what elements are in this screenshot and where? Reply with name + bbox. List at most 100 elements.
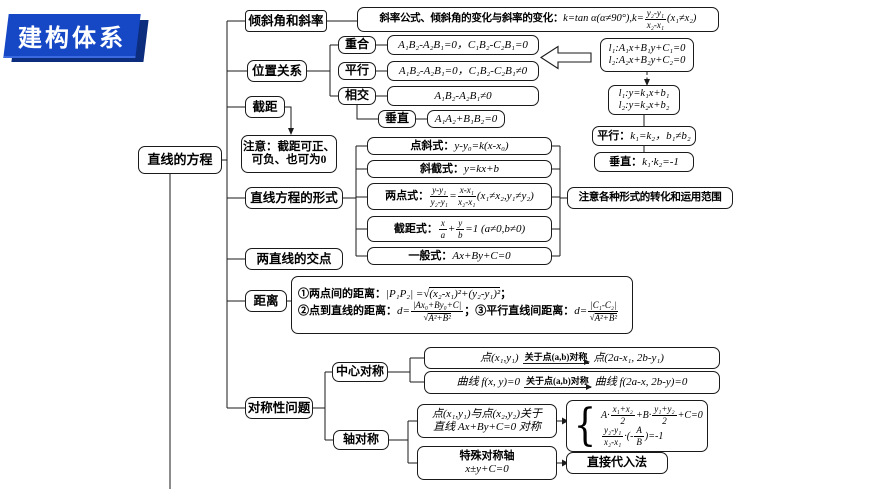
symmetry-label: 对称性问题 <box>247 400 311 415</box>
node-intersect-formula: A₁B₂-A₂B₁≠0 <box>387 86 539 106</box>
node-slope-line-pair: l₁:y=k₁x+b₁ l₂:y=k₂x+b₂ <box>608 85 680 115</box>
two-point-frac2: x-x₁ x₂-x₁ <box>457 185 476 207</box>
central-symmetry-label: 中心对称 <box>335 364 384 379</box>
slope-formula-cond: (x₁≠x₂) <box>667 13 697 25</box>
slope-l1: l₁:y=k₁x+b₁ <box>618 87 670 99</box>
node-intersect: 相交 <box>338 87 376 105</box>
rowD-line2: x±y+C=0 <box>465 463 509 475</box>
intercept-note-line1: 注意：截距可正、 <box>243 140 335 153</box>
general-l2: l₂:A₂x+B₂y+C₂=0 <box>608 55 686 66</box>
perp-k-formula: k₁·k₂=-1 <box>642 155 679 168</box>
node-slope-formula: 斜率公式、倾斜角的变化与斜率的变化： k=tan α(α≠90°),k= y₂-… <box>357 7 719 32</box>
distance-label: 距离 <box>253 293 279 308</box>
rowB-arrow-line <box>523 383 592 390</box>
node-parallel: 平行 <box>338 62 376 80</box>
perp-k-label: 垂直： <box>609 155 643 168</box>
node-symmetry: 对称性问题 <box>245 397 313 419</box>
node-point-about-point: 点(x₁,y₁) 关于点(a,b)对称 点(2a-x₁, 2b-y₁) <box>424 347 720 369</box>
node-forms-note: 注意各种形式的转化和运用范围 <box>567 187 733 209</box>
node-relation: 位置关系 <box>247 60 307 82</box>
coincide-formula: A₁B₂-A₂B₁=0，C₁B₂-C₂B₁=0 <box>398 38 528 51</box>
parallel-label: 平行 <box>344 63 369 78</box>
slope-formula-prefix: 斜率公式、倾斜角的变化与斜率的变化： <box>379 13 564 25</box>
rowC-line1: 点(x₁,y₁)与点(x₂,y₂)关于 <box>432 408 542 421</box>
parallel-distance-frac: |C₁-C₂| √A²+B² <box>588 299 619 323</box>
rowA-post: 点(2a-x₁, 2b-y₁) <box>593 351 664 364</box>
node-forms: 直线方程的形式 <box>245 187 343 209</box>
node-special-axis: 特殊对称轴 x±y+C=0 <box>417 446 557 480</box>
intersect-formula: A₁B₂-A₂B₁≠0 <box>434 89 492 102</box>
rowB-post: 曲线 f(2a-x, 2b-y)=0 <box>594 376 688 389</box>
parallel-k-label: 平行： <box>597 129 631 142</box>
intercept-form-frac2: y b <box>456 217 465 240</box>
node-perpendicular: 垂直 <box>378 110 416 128</box>
rowC-line2: 直线 Ax+By+C=0 对称 <box>433 421 541 433</box>
rowD-line1: 特殊对称轴 <box>459 450 515 463</box>
node-root: 直线的方程 <box>138 146 222 174</box>
two-point-cond: (x₁≠x₂,y₁≠y₂) <box>476 190 534 203</box>
intercept-form-label: 截距式： <box>393 222 438 235</box>
node-form-two-point: 两点式： y-y₁ y₂-y₁ = x-x₁ x₂-x₁ (x₁≠x₂,y₁≠y… <box>367 183 552 210</box>
node-intercept: 截距 <box>245 96 285 118</box>
forms-label: 直线方程的形式 <box>250 190 338 205</box>
node-curve-about-point: 曲线 f(x, y)=0 关于点(a,b)对称 曲线 f(2a-x, 2b-y)… <box>424 371 720 394</box>
parallel-formula: A₁B₂-A₂B₁=0，C₁B₂-C₂B₁≠0 <box>398 64 528 77</box>
slope-formula-fraction: y₂-y₁ x₂-x₁ <box>644 8 667 30</box>
system-brace: { <box>573 400 597 452</box>
coincide-label: 重合 <box>344 37 369 52</box>
page-title: 建构体系 <box>18 24 127 52</box>
distance-line2: ②点到直线的距离： d= |Ax₀+By₀+C| √A²+B² ；③平行直线间距… <box>298 299 619 323</box>
node-intercept-note: 注意：截距可正、 可负、也可为0 <box>241 135 337 173</box>
intercept-note-line2: 可负、也可为0 <box>251 154 327 166</box>
slope-label: 倾斜角和斜率 <box>248 13 324 28</box>
slope-formula-k: k=tan α(α≠90°),k= <box>563 13 644 25</box>
rowA-arrow-label: 关于点(a,b)对称 <box>524 351 588 362</box>
title-badge-face: 建构体系 <box>3 14 141 58</box>
rowA-arrow: 关于点(a,b)对称 <box>522 351 591 365</box>
perpendicular-label: 垂直 <box>384 111 409 126</box>
node-slope: 倾斜角和斜率 <box>245 10 327 32</box>
node-form-general: 一般式： Ax+By+C=0 <box>367 247 552 265</box>
root-label: 直线的方程 <box>147 151 213 167</box>
node-axis-symmetry: 轴对称 <box>333 430 389 450</box>
parallel-k-formula: k₁=k₂，b₁≠b₂ <box>630 129 691 142</box>
rowB-arrow: 关于点(a,b)对称 <box>523 377 592 390</box>
two-point-eq: = <box>449 190 457 203</box>
node-points-about-line: 点(x₁,y₁)与点(x₂,y₂)关于 直线 Ax+By+C=0 对称 <box>417 404 557 438</box>
node-coincide-formula: A₁B₂-A₂B₁=0，C₁B₂-C₂B₁=0 <box>387 35 539 55</box>
rowA-pre: 点(x₁,y₁) <box>480 351 519 364</box>
rowA-arrow-line <box>522 359 591 365</box>
arrowhead-intercept-note <box>288 128 294 135</box>
slope-intercept-formula: y=kx+b <box>464 162 499 175</box>
hollow-left-arrow <box>539 45 592 70</box>
node-parallel-formula: A₁B₂-A₂B₁=0，C₁B₂-C₂B₁≠0 <box>387 61 539 81</box>
axis-symmetry-label: 轴对称 <box>342 432 379 447</box>
substitute-label: 直接代入法 <box>586 455 647 470</box>
distance-line1: ①两点间的距离： |P₁P₂| = √ (x₂-x₁)²+(y₂-y₁)² ； <box>298 287 512 301</box>
general-l1: l₁:A₁x+B₁y+C₁=0 <box>608 42 686 54</box>
point-slope-formula: y-y₀=k(x-x₀) <box>454 139 509 152</box>
point-line-distance-frac: |Ax₀+By₀+C| √A²+B² <box>410 299 464 323</box>
node-coincide: 重合 <box>338 36 376 54</box>
general-form-formula: Ax+By+C=0 <box>452 249 511 262</box>
node-intersection: 两直线的交点 <box>245 248 343 270</box>
node-distance: 距离 <box>245 290 287 312</box>
intercept-form-plus: + <box>447 222 456 235</box>
intersect-label: 相交 <box>344 88 369 103</box>
radical-sign: √ <box>423 287 430 300</box>
node-form-point-slope: 点斜式： y-y₀=k(x-x₀) <box>367 137 552 155</box>
forms-note-label: 注意各种形式的转化和运用范围 <box>578 191 722 203</box>
relation-label: 位置关系 <box>251 63 302 78</box>
node-substitute-method: 直接代入法 <box>566 452 668 474</box>
intercept-label: 截距 <box>252 99 278 114</box>
title-badge: 建构体系 <box>3 14 149 62</box>
two-point-label: 两点式： <box>385 190 430 203</box>
node-form-slope-intercept: 斜截式： y=kx+b <box>367 160 552 178</box>
intercept-form-frac1: x a <box>438 217 447 240</box>
rowB-pre: 曲线 f(x, y)=0 <box>456 376 520 389</box>
slope-l2: l₂:y=k₂x+b₂ <box>618 100 670 111</box>
node-parallel-k: 平行： k₁=k₂，b₁≠b₂ <box>592 126 696 146</box>
